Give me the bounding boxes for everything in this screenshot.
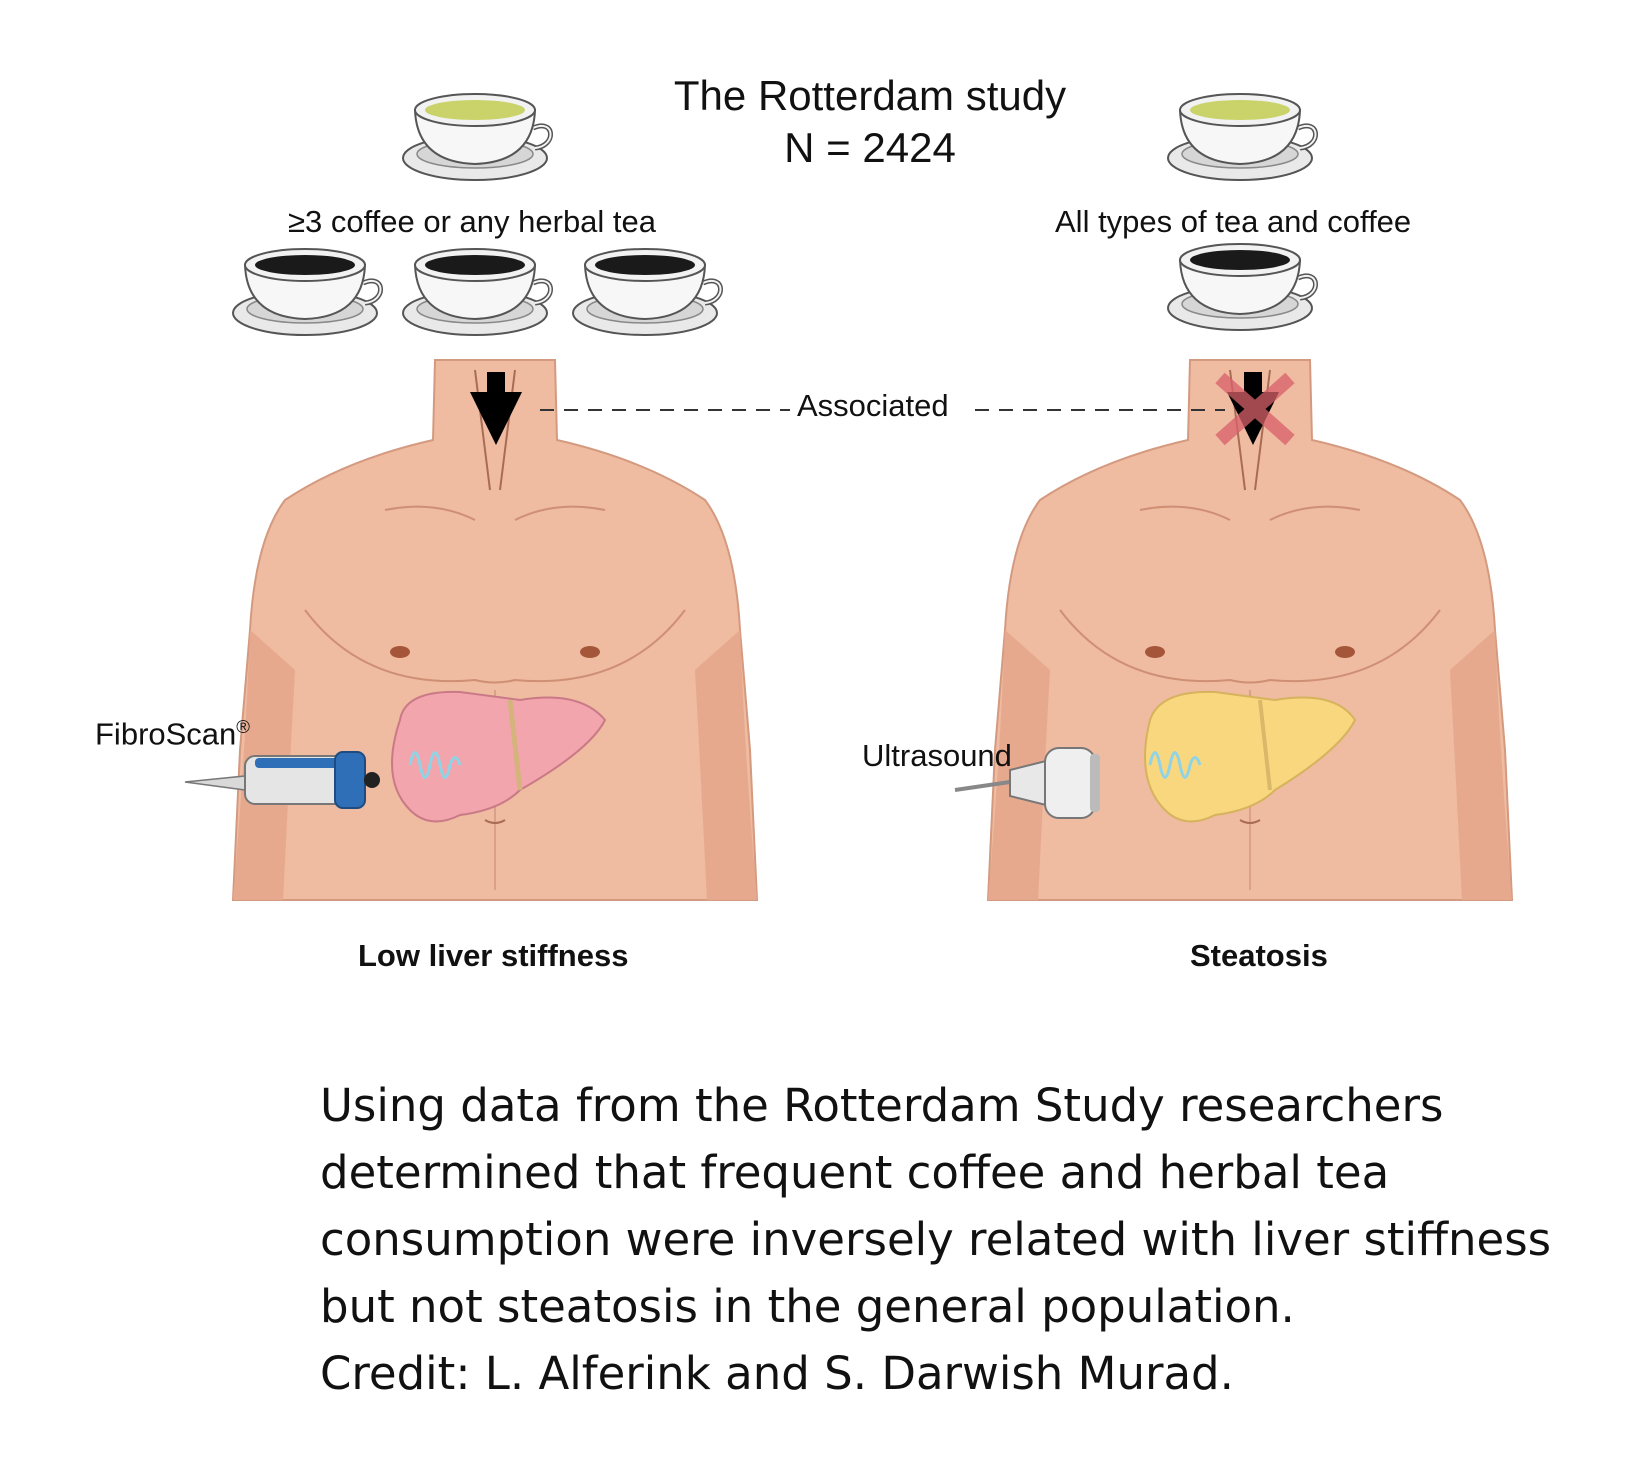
caption-line: determined that frequent coffee and herb… <box>320 1146 1390 1199</box>
left-group-label: ≥3 coffee or any herbal tea <box>288 204 657 239</box>
study-diagram <box>184 0 1513 901</box>
fibroscan-probe-icon <box>184 751 380 809</box>
left-down-arrow-icon <box>470 372 522 445</box>
title-line-1: The Rotterdam study <box>673 72 1067 119</box>
caption: Using data from the Rotterdam Study rese… <box>320 1072 1620 1407</box>
caption-credit: Credit: L. Alferink and S. Darwish Murad… <box>320 1347 1234 1400</box>
fibroscan-label: FibroScan® <box>95 716 250 752</box>
link-label: Associated <box>797 388 949 423</box>
title-line-2: N = 2424 <box>784 124 956 171</box>
caption-line: but not steatosis in the general populat… <box>320 1280 1295 1333</box>
caption-line: Using data from the Rotterdam Study rese… <box>320 1079 1444 1132</box>
registered-mark: ® <box>236 716 250 737</box>
right-outcome-label: Steatosis <box>1190 938 1328 973</box>
healthy-liver <box>391 690 607 823</box>
fatty-liver <box>1144 690 1357 823</box>
page-title: The Rotterdam study N = 2424 <box>610 70 1130 174</box>
ultrasound-probe-icon <box>954 747 1100 819</box>
ultrasound-label: Ultrasound <box>862 738 1012 773</box>
fibroscan-name: FibroScan <box>95 716 237 752</box>
not-associated-cross-icon <box>1215 372 1295 446</box>
left-outcome-label: Low liver stiffness <box>358 938 629 973</box>
caption-line: consumption were inversely related with … <box>320 1213 1552 1266</box>
right-group-label: All types of tea and coffee <box>1055 204 1412 239</box>
